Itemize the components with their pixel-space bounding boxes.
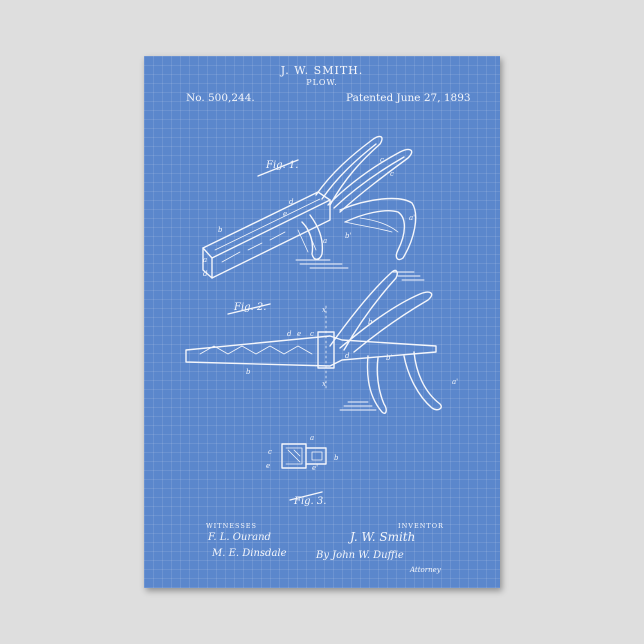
svg-text:b': b' — [386, 354, 392, 362]
svg-text:a: a — [203, 256, 207, 264]
svg-text:c: c — [390, 170, 394, 178]
svg-text:a: a — [310, 434, 314, 442]
attorney-signature: By John W. Duffie — [316, 550, 404, 561]
svg-text:d: d — [287, 330, 292, 338]
svg-text:d: d — [289, 198, 294, 206]
svg-text:d: d — [345, 352, 350, 360]
svg-text:e: e — [297, 330, 301, 338]
figure-3-label: Fig. 3. — [293, 496, 326, 507]
svg-text:a: a — [323, 237, 327, 245]
svg-text:x: x — [322, 380, 326, 388]
figure-1-plow: c c d e b a d a' b' a — [203, 137, 424, 280]
witness-2-signature: M. E. Dinsdale — [212, 548, 287, 559]
inventor-signature: J. W. Smith — [350, 530, 415, 544]
svg-text:c: c — [310, 330, 314, 338]
svg-text:e: e — [266, 462, 270, 470]
svg-text:b: b — [368, 318, 373, 326]
svg-text:b: b — [334, 454, 339, 462]
figure-1-label: Fig. 1. — [265, 160, 298, 171]
figure-2-plow: d e c x x b b a' b' d — [186, 270, 458, 413]
svg-text:e': e' — [312, 464, 318, 472]
svg-text:e: e — [283, 210, 287, 218]
svg-text:c: c — [268, 448, 272, 456]
witnesses-label: WITNESSES — [206, 522, 257, 530]
svg-text:a': a' — [452, 378, 458, 386]
svg-text:d: d — [203, 270, 208, 278]
svg-text:b: b — [218, 226, 223, 234]
witness-1-signature: F. L. Ourand — [208, 532, 271, 543]
inventor-label: INVENTOR — [398, 522, 444, 530]
attorney-label: Attorney — [410, 566, 441, 574]
svg-text:b: b — [246, 368, 251, 376]
figure-2-label: Fig. 2. — [233, 302, 266, 313]
blueprint-poster: J. W. SMITH. PLOW. No. 500,244. Patented… — [144, 56, 500, 588]
svg-text:a': a' — [409, 214, 415, 222]
svg-text:x: x — [322, 306, 326, 314]
svg-text:b': b' — [345, 232, 351, 240]
svg-text:c: c — [380, 156, 384, 164]
figure-3-clamp: a c e e' b — [266, 434, 339, 500]
